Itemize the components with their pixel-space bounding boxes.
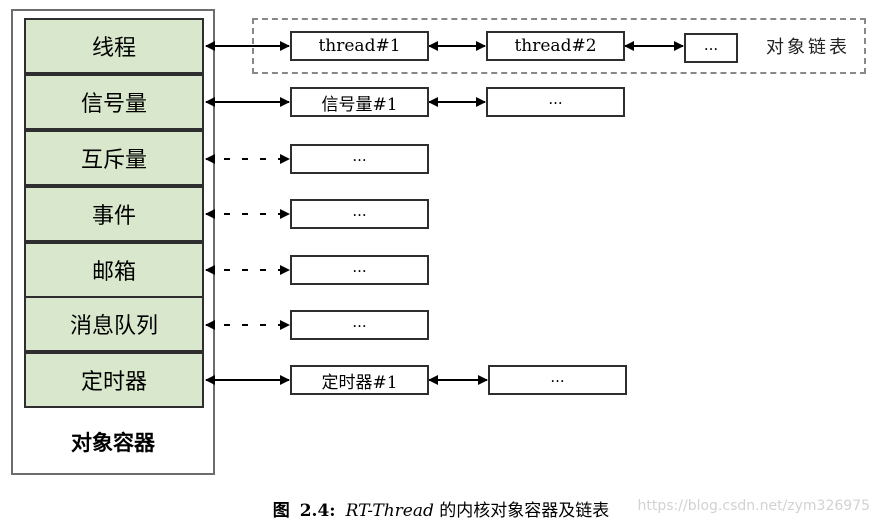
node-thread-2: thread#2	[486, 31, 625, 61]
node-mq-more: ...	[290, 310, 429, 340]
figure-caption: 图 2.4: RT-Thread 的内核对象容器及链表	[0, 496, 882, 521]
node-semaphore-1: 信号量#1	[290, 87, 429, 117]
node-timer-more: ...	[488, 365, 627, 395]
node-thread-more: ...	[684, 33, 738, 63]
caption-text: 的内核对象容器及链表	[439, 501, 610, 521]
container-label: 对象容器	[71, 431, 155, 455]
caption-italic: RT-Thread	[345, 501, 434, 521]
node-mailbox-more: ...	[290, 255, 429, 285]
watermark: https://blog.csdn.net/zym326975	[637, 498, 870, 514]
slot-event: 事件	[24, 186, 204, 242]
node-thread-1: thread#1	[290, 31, 429, 61]
slot-message-queue: 消息队列	[24, 296, 204, 352]
slot-timer: 定时器	[24, 352, 204, 408]
object-list-label: 对象链表	[766, 37, 850, 58]
node-mutex-more: ...	[290, 144, 429, 174]
caption-prefix: 图	[272, 501, 290, 521]
caption-number: 2.4:	[299, 501, 336, 521]
node-timer-1: 定时器#1	[290, 365, 429, 395]
slot-mailbox: 邮箱	[24, 242, 204, 298]
slot-mutex: 互斥量	[24, 130, 204, 186]
slot-thread: 线程	[24, 18, 204, 74]
node-semaphore-more: ...	[486, 87, 625, 117]
slot-semaphore: 信号量	[24, 74, 204, 130]
node-event-more: ...	[290, 199, 429, 229]
